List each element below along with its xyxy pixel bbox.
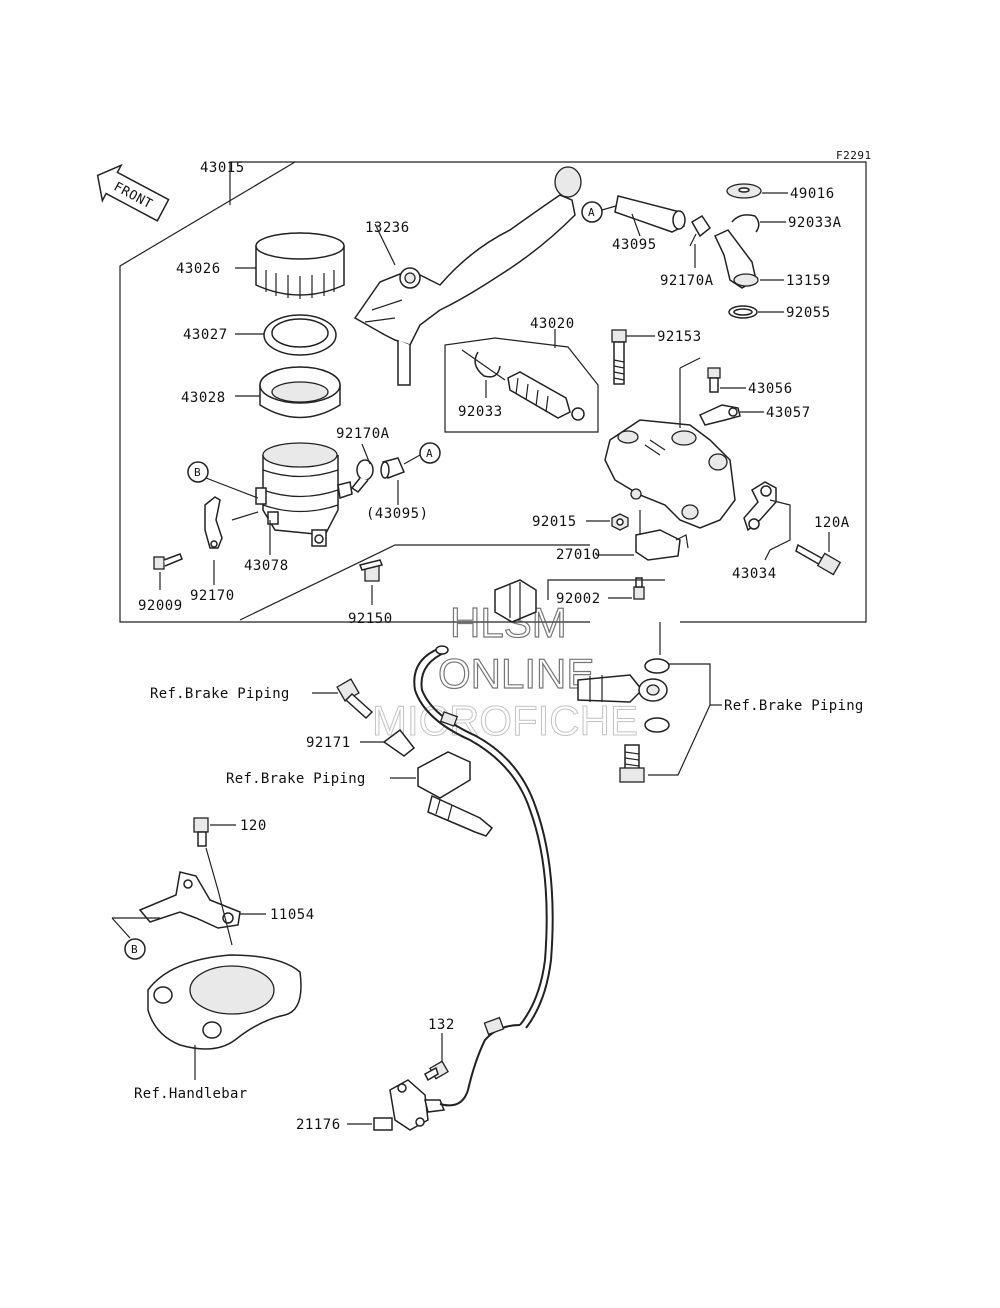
label-43056: 43056 — [748, 381, 793, 397]
label-21176: 21176 — [296, 1117, 341, 1133]
label-43095: 43095 — [612, 237, 657, 253]
label-92015: 92015 — [532, 514, 577, 530]
label-92171: 92171 — [306, 735, 351, 751]
label-43026: 43026 — [176, 261, 221, 277]
bolt-120A — [795, 543, 842, 576]
marker-a-left — [419, 442, 441, 464]
label-92055: 92055 — [786, 305, 831, 321]
marker-a-left-text: A — [426, 447, 433, 460]
washer-upper — [644, 658, 670, 674]
label-13159: 13159 — [786, 273, 831, 289]
brake-switch — [635, 529, 689, 561]
ref-brake-piping-middle: Ref.Brake Piping — [226, 771, 366, 787]
label-11054: 11054 — [270, 907, 315, 923]
marker-b-bottom-text: B — [131, 943, 138, 956]
marker-b-top — [187, 461, 209, 483]
label-92002: 92002 — [556, 591, 601, 607]
label-120: 120 — [240, 818, 267, 834]
label-92033: 92033 — [458, 404, 503, 420]
label-43028: 43028 — [181, 390, 226, 406]
marker-b-bottom — [124, 938, 146, 960]
screw-92002 — [633, 577, 645, 600]
banjo-bolt — [619, 744, 645, 783]
diaphragm — [259, 366, 341, 419]
label-27010: 27010 — [556, 547, 601, 563]
label-43015: 43015 — [200, 160, 245, 176]
label-13236: 13236 — [365, 220, 410, 236]
assembly-frame — [295, 161, 867, 623]
hose-fitting — [713, 229, 759, 289]
screw-92150 — [358, 559, 384, 582]
front-arrow-icon: FRONT — [96, 163, 170, 222]
banjo-fitting — [577, 674, 668, 703]
label-43095-paren: (43095) — [366, 506, 429, 522]
o-ring-92055 — [728, 305, 758, 319]
watermark-line3: MICROFICHE — [372, 697, 638, 744]
bracket — [204, 496, 223, 549]
label-43057: 43057 — [766, 405, 811, 421]
label-120A: 120A — [814, 515, 850, 531]
circlip-92033A — [731, 214, 760, 233]
washer-lower — [644, 717, 670, 733]
bracket-11054 — [138, 871, 241, 929]
circlip-92033 — [474, 351, 501, 378]
marker-a-right-text: A — [588, 206, 595, 219]
label-43027: 43027 — [183, 327, 228, 343]
watermark-line2: ONLINE — [438, 650, 594, 697]
ref-handlebar: Ref.Handlebar — [134, 1086, 247, 1102]
washer-49016 — [726, 183, 762, 199]
label-92153: 92153 — [657, 329, 702, 345]
label-92009: 92009 — [138, 598, 183, 614]
label-92170A-left: 92170A — [336, 426, 390, 442]
bolt-92153 — [611, 329, 627, 385]
reservoir-cap — [255, 232, 345, 299]
piston-assembly — [461, 349, 585, 421]
switch-wire — [413, 647, 548, 1026]
hose-short — [380, 457, 405, 479]
label-49016: 49016 — [790, 186, 835, 202]
label-43034: 43034 — [732, 566, 777, 582]
union-bolt — [336, 678, 374, 720]
brake-lever — [353, 166, 582, 386]
piston-kit-box — [444, 337, 599, 433]
screw-120 — [193, 817, 209, 847]
handlebar-housing — [147, 954, 302, 1050]
label-43078: 43078 — [244, 558, 289, 574]
pressure-switch — [373, 1079, 446, 1131]
bleeder-cap — [698, 404, 741, 426]
label-132: 132 — [428, 1017, 455, 1033]
label-92170A-right: 92170A — [660, 273, 714, 289]
clip-92171 — [382, 728, 416, 757]
ref-brake-piping-right: Ref.Brake Piping — [724, 698, 864, 714]
handlebar-clamp — [743, 481, 777, 532]
reservoir-hose — [614, 195, 686, 233]
label-43020: 43020 — [530, 316, 575, 332]
reservoir-body — [255, 442, 353, 547]
screw-132 — [424, 1060, 449, 1082]
marker-b-top-text: B — [194, 466, 201, 479]
hose-clamp-left — [350, 459, 374, 493]
figure-code: F2291 — [836, 149, 872, 162]
label-92033A: 92033A — [788, 215, 842, 231]
master-cylinder-body — [604, 419, 736, 529]
screw-92009 — [153, 553, 183, 570]
bleeder-valve — [707, 367, 721, 393]
diaphragm-plate — [263, 314, 337, 356]
ref-brake-piping-top: Ref.Brake Piping — [150, 686, 290, 702]
marker-a-right — [581, 201, 603, 223]
brake-hose-block — [417, 751, 494, 837]
label-92170: 92170 — [190, 588, 235, 604]
hose-clamp-right — [689, 214, 712, 247]
nut-92015 — [611, 513, 629, 531]
label-92150: 92150 — [348, 611, 393, 627]
switch-connector — [494, 579, 537, 623]
